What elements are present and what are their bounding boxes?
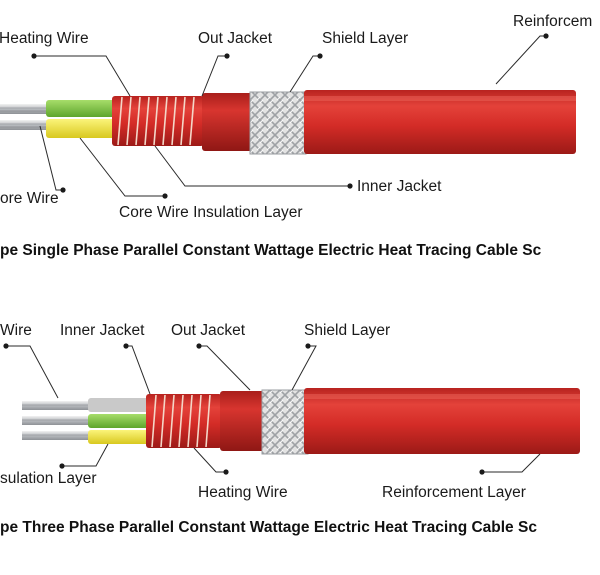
- label-inner-jacket: Inner Jacket: [357, 178, 442, 195]
- label-reinforcement-3p: Reinforcement Layer: [382, 484, 526, 501]
- label-out-jacket-3p: Out Jacket: [171, 322, 246, 339]
- caption-single-phase: pe Single Phase Parallel Constant Wattag…: [0, 242, 542, 259]
- reinforcement-jacket-3p: [304, 388, 580, 454]
- core-insulation-grey: [88, 398, 150, 412]
- label-shield-layer: Shield Layer: [322, 30, 409, 47]
- heating-wire-coil: [117, 96, 195, 146]
- heating-wire-coil-3p: [151, 394, 211, 448]
- out-jacket: [202, 93, 254, 151]
- label-heating-wire: Heating Wire: [0, 30, 89, 47]
- single-phase-cable: [0, 90, 576, 155]
- label-inner-jacket-3p: Inner Jacket: [60, 322, 145, 339]
- single-phase-leader-dots: [31, 33, 549, 199]
- out-jacket-3p: [220, 391, 266, 451]
- label-core-wire-insulation: Core Wire Insulation Layer: [119, 204, 303, 221]
- label-shield-layer-3p: Shield Layer: [304, 322, 391, 339]
- core-insulation-green: [46, 100, 116, 117]
- caption-three-phase: pe Three Phase Parallel Constant Wattage…: [0, 519, 537, 536]
- core-insulation-yellow-3p: [88, 430, 150, 444]
- core-insulation-green-3p: [88, 414, 150, 428]
- three-phase-leader-dots: [3, 343, 485, 475]
- inner-jacket-3p: [146, 394, 222, 448]
- label-insulation-layer: sulation Layer: [0, 470, 97, 487]
- inner-jacket: [112, 96, 204, 146]
- shield-braid-3p: [262, 390, 308, 454]
- core-conductor-strands: [0, 104, 48, 130]
- label-core-wire: ore Wire: [0, 190, 59, 207]
- three-core-conductors: [22, 401, 92, 440]
- three-phase-leader-lines: [6, 345, 541, 473]
- reinforcement-jacket: [304, 90, 576, 154]
- shield-braid: [250, 92, 306, 154]
- label-reinforcement: Reinforcem: [513, 13, 593, 30]
- label-out-jacket: Out Jacket: [198, 30, 273, 47]
- label-heating-wire-3p: Heating Wire: [198, 484, 288, 501]
- label-wire: Wire: [0, 322, 32, 339]
- core-insulation-yellow: [46, 119, 116, 138]
- three-phase-cable: [22, 388, 580, 455]
